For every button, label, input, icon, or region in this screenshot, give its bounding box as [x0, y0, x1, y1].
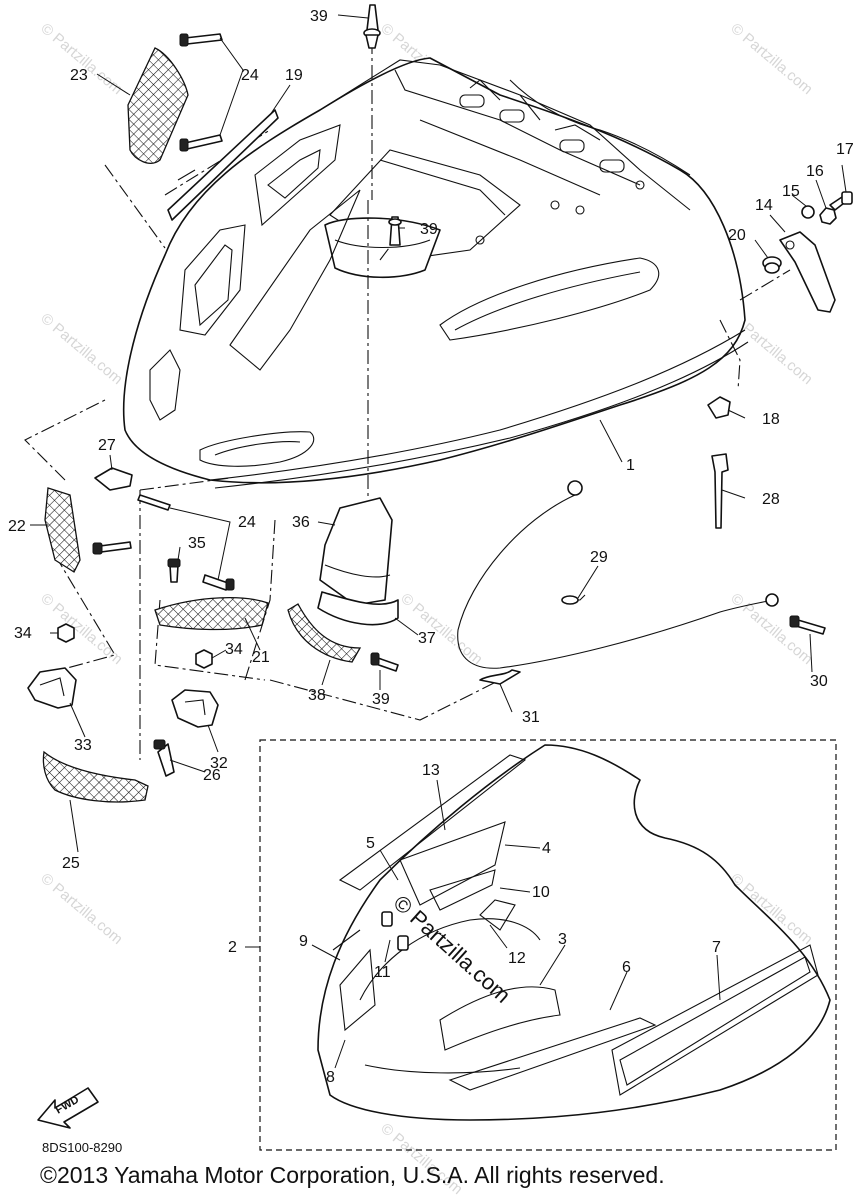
callout-8: 8	[326, 1069, 335, 1086]
callout-29: 29	[590, 549, 608, 566]
bolt-17	[829, 191, 853, 211]
callout-26: 26	[203, 767, 221, 784]
callout-33: 33	[74, 737, 92, 754]
screw-35	[92, 541, 181, 583]
kit-leaders	[311, 779, 721, 1069]
vent-mesh-25	[42, 750, 149, 803]
push-rivet-39	[363, 4, 381, 49]
push-rivet-39b	[388, 216, 402, 246]
cable-tie-28	[711, 453, 729, 529]
callout-34b: 34	[225, 641, 243, 658]
nut-34b	[195, 649, 213, 669]
vent-mesh-21	[154, 597, 269, 631]
callout-24: 24	[241, 67, 259, 84]
callout-1: 1	[626, 457, 635, 474]
callout-32: 32	[210, 755, 228, 772]
rivet-24b	[137, 494, 235, 591]
hood-assembly	[122, 57, 749, 489]
callout-28: 28	[762, 491, 780, 508]
callout-23: 23	[70, 67, 88, 84]
callout-16: 16	[806, 163, 824, 180]
nut-34	[57, 623, 75, 643]
hood-shell	[122, 57, 746, 484]
hood-kit-2	[317, 744, 831, 1121]
kit-box	[259, 739, 837, 1151]
watermark: © Partzilla.com	[37, 20, 125, 98]
callout-leaders	[30, 14, 847, 853]
callout-numbers: 39 23 24 19 39 17 16 15 14 20 18 1 28 27…	[8, 8, 854, 1086]
callout-5: 5	[366, 835, 375, 852]
callout-17: 17	[836, 141, 854, 158]
push-rivet-39c	[370, 652, 399, 672]
grommet-20	[762, 256, 782, 274]
seal-37	[317, 591, 399, 626]
callout-14: 14	[755, 197, 773, 214]
callout-20: 20	[728, 227, 746, 244]
washer-15	[801, 205, 815, 219]
hinge-bracket-14	[779, 231, 836, 313]
callout-24b: 24	[238, 514, 256, 531]
decal-19	[167, 109, 279, 221]
callout-39: 39	[310, 8, 328, 25]
nut-16	[819, 207, 837, 225]
bracket-33	[27, 667, 77, 709]
callout-31: 31	[522, 709, 540, 726]
duct-36	[319, 497, 393, 606]
callout-39c: 39	[372, 691, 390, 708]
callout-39b: 39	[420, 221, 438, 238]
leader-lines	[24, 40, 791, 760]
callout-13: 13	[422, 762, 440, 779]
callout-21: 21	[252, 649, 270, 666]
callout-36: 36	[292, 514, 310, 531]
copyright-notice: ©2013 Yamaha Motor Corporation, U.S.A. A…	[40, 1162, 665, 1188]
callout-27: 27	[98, 437, 116, 454]
callout-37: 37	[418, 630, 436, 647]
callout-15: 15	[782, 183, 800, 200]
watermark: © Partzilla.com	[37, 310, 125, 388]
cable-assembly	[457, 480, 826, 685]
rivet-26	[153, 739, 175, 777]
callout-7: 7	[712, 939, 721, 956]
callout-12: 12	[508, 950, 526, 967]
watermark: © Partzilla.com	[37, 590, 125, 668]
diagram-code: 8DS100-8290	[42, 1140, 123, 1155]
callout-6: 6	[622, 959, 631, 976]
callout-19: 19	[285, 67, 303, 84]
clip-27	[94, 467, 133, 491]
callout-2: 2	[228, 939, 237, 956]
callout-25: 25	[62, 855, 80, 872]
callout-11: 11	[374, 964, 391, 981]
watermark: © Partzilla.com	[727, 20, 815, 98]
bracket-32	[171, 689, 219, 728]
callout-4: 4	[542, 840, 551, 857]
callout-34: 34	[14, 625, 32, 642]
fwd-arrow-icon: FWD	[37, 1087, 99, 1129]
rivet-24	[179, 33, 244, 152]
callout-30: 30	[810, 673, 828, 690]
callout-18: 18	[762, 411, 780, 428]
callout-22: 22	[8, 518, 26, 535]
callout-9: 9	[299, 933, 308, 950]
callout-35: 35	[188, 535, 206, 552]
callout-38: 38	[308, 687, 326, 704]
watermark: © Partzilla.com	[37, 870, 125, 948]
vent-mesh-38	[287, 603, 362, 663]
clip-18	[707, 396, 731, 419]
callout-10: 10	[532, 884, 550, 901]
callout-3: 3	[558, 931, 567, 948]
vent-mesh-22	[44, 487, 81, 573]
vent-mesh-23	[127, 47, 189, 164]
